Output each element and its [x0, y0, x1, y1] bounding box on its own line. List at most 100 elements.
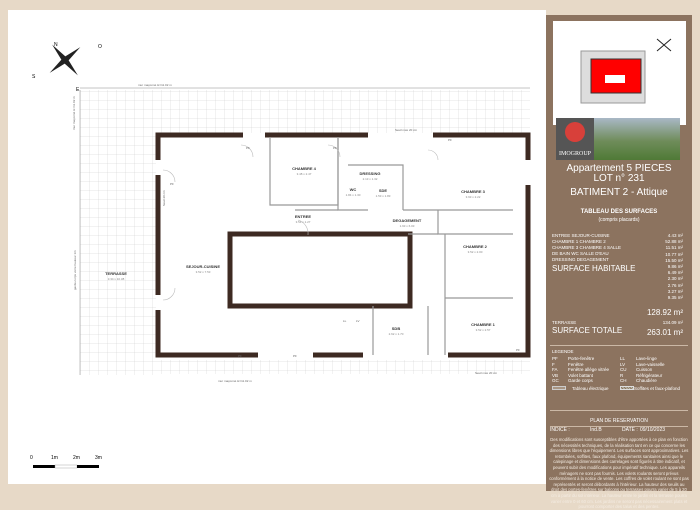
room-label: CHAMBRE 1: [471, 322, 496, 327]
seuil-top-label: Seuil max 20 cm: [395, 128, 418, 132]
surface-value: 6.49 m²: [667, 270, 683, 276]
surface-value: 11.51 m²: [665, 245, 683, 251]
room-list-line: CHAMBRE 1 CHAMBRE 2: [552, 239, 606, 244]
courtyard: [227, 231, 413, 309]
terrace-left: [80, 133, 156, 375]
terrasse-label: TERRASSE: [552, 320, 577, 325]
compass-e: E: [76, 87, 80, 93]
room-dimensions: 1.84 x 1.30: [346, 193, 361, 197]
svg-text:0: 0: [30, 455, 33, 461]
room-label: ENTREE: [295, 214, 312, 219]
svg-text:3m: 3m: [95, 455, 102, 461]
total-value: 263.01 m²: [646, 328, 683, 337]
svg-text:PF: PF: [246, 146, 250, 150]
surface-value: 2.76 m²: [667, 282, 683, 288]
room-label: DRESSING: [360, 171, 381, 176]
surface-value: 10.77 m²: [665, 251, 683, 257]
svg-text:PF: PF: [170, 182, 174, 186]
room-dimensions: 2.62 x 1.70: [389, 332, 404, 336]
room-label: SEJOUR-CUISINE: [186, 264, 220, 269]
svg-text:PF: PF: [238, 354, 242, 358]
svg-text:2m: 2m: [73, 455, 80, 461]
seuil-bottom-label: Seuil max 20 cm: [475, 371, 498, 375]
room-label: CHAMBRE 4: [292, 166, 317, 171]
compass-s: S: [32, 74, 36, 80]
surface-value: 2.30 m²: [667, 276, 683, 282]
svg-text:PF: PF: [516, 348, 520, 352]
lot-number: LOT n° 231: [593, 173, 645, 184]
svg-text:PF: PF: [293, 354, 297, 358]
room-dimensions: 2.13 x 1.32: [363, 177, 378, 181]
plan-sheet: N E S O mur maçonné H=11.02 m mur maçonn…: [8, 10, 546, 484]
terrasse-value: 134.09 m²: [662, 320, 683, 325]
scale-bar: 0 1m 2m 3m: [30, 455, 102, 469]
reservation-block: PLAN DE RESERVATION INDICE : Ind.B DATE …: [550, 418, 688, 434]
mur-left-label: mur maçonné H=11.02 m: [72, 96, 76, 130]
room-dimensions: 3.52 x 2.00: [468, 250, 483, 254]
room-label: SDB: [392, 326, 401, 331]
room-label: TERRASSE: [105, 271, 127, 276]
room-list-line: CHAMBRE 3 CHAMBRE 4 SALLE: [552, 245, 622, 250]
surface-value: 3.27 m²: [667, 288, 683, 294]
room-label: CHAMBRE 3: [461, 189, 486, 194]
apartment-type: Appartement 5 PIECES: [566, 163, 672, 174]
svg-text:PF: PF: [448, 138, 452, 142]
room-dimensions: 3.93 x 2.22: [466, 195, 481, 199]
surface-value: 4.43 m²: [667, 233, 683, 238]
building-photo: [594, 118, 680, 160]
key-plan: [553, 21, 686, 125]
svg-text:1m: 1m: [51, 455, 58, 461]
surface-value: 15.50 m²: [665, 257, 683, 263]
interior-partitions: [269, 137, 513, 355]
svg-text:PF: PF: [333, 146, 337, 150]
table-subtitle: (compris placards): [598, 217, 640, 223]
promo-banner: IMOGROUP: [556, 118, 680, 160]
terrace-bottom: [156, 360, 530, 374]
total-label: SURFACE TOTALE: [552, 326, 623, 335]
room-label: WC: [350, 187, 357, 192]
room-list-line: DE BAIN WC SALLE D'EAU: [552, 251, 609, 256]
svg-text:LV: LV: [356, 319, 359, 323]
seuil-left-label: Seuil 20 cm: [162, 190, 166, 206]
room-label: CHAMBRE 2: [463, 244, 488, 249]
legend-title: LEGENDE: [552, 349, 574, 354]
room-dimensions: 1.93 x 6.03: [400, 224, 415, 228]
room-list-line: ENTREE SEJOUR-CUISINE: [552, 233, 610, 238]
mur-bottom-label: mur maçonné H=11.02 m: [218, 379, 252, 383]
habitable-label: SURFACE HABITABLE: [552, 264, 636, 273]
doors: [162, 144, 439, 301]
legend-soffites: Soffites et faux-plafond: [620, 386, 680, 392]
room-dimensions: 3.52 x 2.57: [476, 328, 491, 332]
room-label: SDE: [379, 188, 388, 193]
surface-value: 9.35 m²: [667, 295, 683, 301]
legend-tableau: Tableau électrique: [552, 386, 609, 392]
room-list-line: DRESSING DEGAGEMENT: [552, 257, 609, 262]
mur-top-label: mur maçonné H=11.02 m: [138, 83, 172, 87]
garde-corps-label: garde-corps verre hauteur 1m: [73, 250, 77, 290]
table-title: TABLEAU DES SURFACES: [580, 209, 658, 215]
info-panel: IMOGROUP Appartement 5 PIECES LOT n° 231…: [546, 15, 692, 509]
compass-rose-icon: [49, 44, 81, 76]
exterior-walls: [155, 132, 531, 358]
compass-o: O: [98, 44, 102, 50]
imogroup-logo: IMOGROUP: [556, 118, 594, 160]
door-codes: PF PF PF PF PF PF PF LL LV: [170, 138, 520, 358]
room-dimensions: 3.52 x 7.53: [196, 270, 211, 274]
surface-value: 52.88 m²: [665, 239, 683, 245]
room-dimensions: 3.48 x 2.47: [297, 172, 312, 176]
room-label: DEGAGEMENT: [393, 218, 422, 223]
terrace-top: [80, 90, 530, 133]
room-dimensions: 1.53 x 1.83: [376, 194, 391, 198]
